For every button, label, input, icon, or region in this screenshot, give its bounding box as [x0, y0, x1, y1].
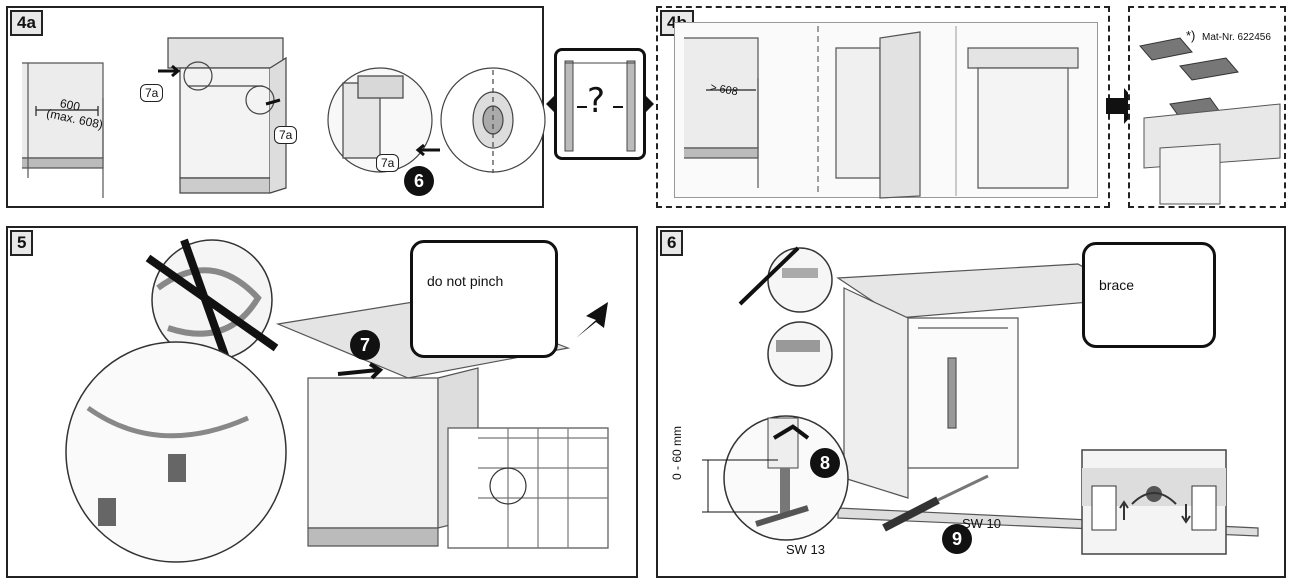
wrench-size-sw13: SW 13 [786, 542, 826, 557]
question-box: ? [554, 48, 646, 160]
panel-5-illustration [65, 238, 609, 563]
panel-label-6: 6 [660, 230, 684, 256]
question-mark: ? [587, 81, 606, 121]
step-6-badge: 6 [404, 166, 434, 196]
panel-4a-illustration [22, 37, 546, 198]
hose-routing-detail [65, 341, 287, 563]
panel-4b-bracket: *) Mat-Nr. 622456 [1128, 6, 1286, 208]
panel-label-5: 5 [10, 230, 34, 256]
panel-6-illustration [702, 246, 1259, 555]
panel-5: 5 do not pinch 7 [6, 226, 638, 578]
asterisk-note: *) [1186, 28, 1196, 43]
material-number: Mat-Nr. 622456 [1202, 32, 1271, 43]
flush-detail-top [738, 246, 833, 313]
wrench-size-sw10: SW 10 [962, 516, 1002, 531]
panel-6: 6 [656, 226, 1286, 578]
no-pinch-hose-detail [145, 238, 279, 366]
panel-4a: 4a [6, 6, 546, 208]
niche-drawing [22, 62, 104, 198]
dishwasher-drawing [167, 37, 287, 194]
hinge-detail [327, 67, 546, 173]
mounting-bracket-illustration [1139, 37, 1281, 205]
adjust-panel [1081, 449, 1227, 555]
panel-4b-illustration [684, 26, 1079, 199]
screw-label-7a-detail: 7a [376, 154, 400, 172]
brace-callout: brace [1082, 242, 1216, 348]
do-not-pinch-callout: do not pinch [410, 240, 558, 358]
screw-label-7a-left: 7a [140, 84, 164, 102]
step-7-badge: 7 [350, 330, 380, 360]
niche-width-question-icon [564, 60, 636, 152]
range-0-60-mm: 0 - 60 mm [670, 425, 684, 480]
panel-label-4a: 4a [10, 10, 43, 36]
flush-detail-bottom [767, 321, 833, 387]
leveling-foot-detail [723, 415, 849, 541]
panel-4b: 4b > 608 [656, 6, 1110, 208]
screw-label-7a-right: 7a [274, 126, 298, 144]
step-8-badge: 8 [810, 448, 840, 478]
step-9-badge: 9 [942, 524, 972, 554]
